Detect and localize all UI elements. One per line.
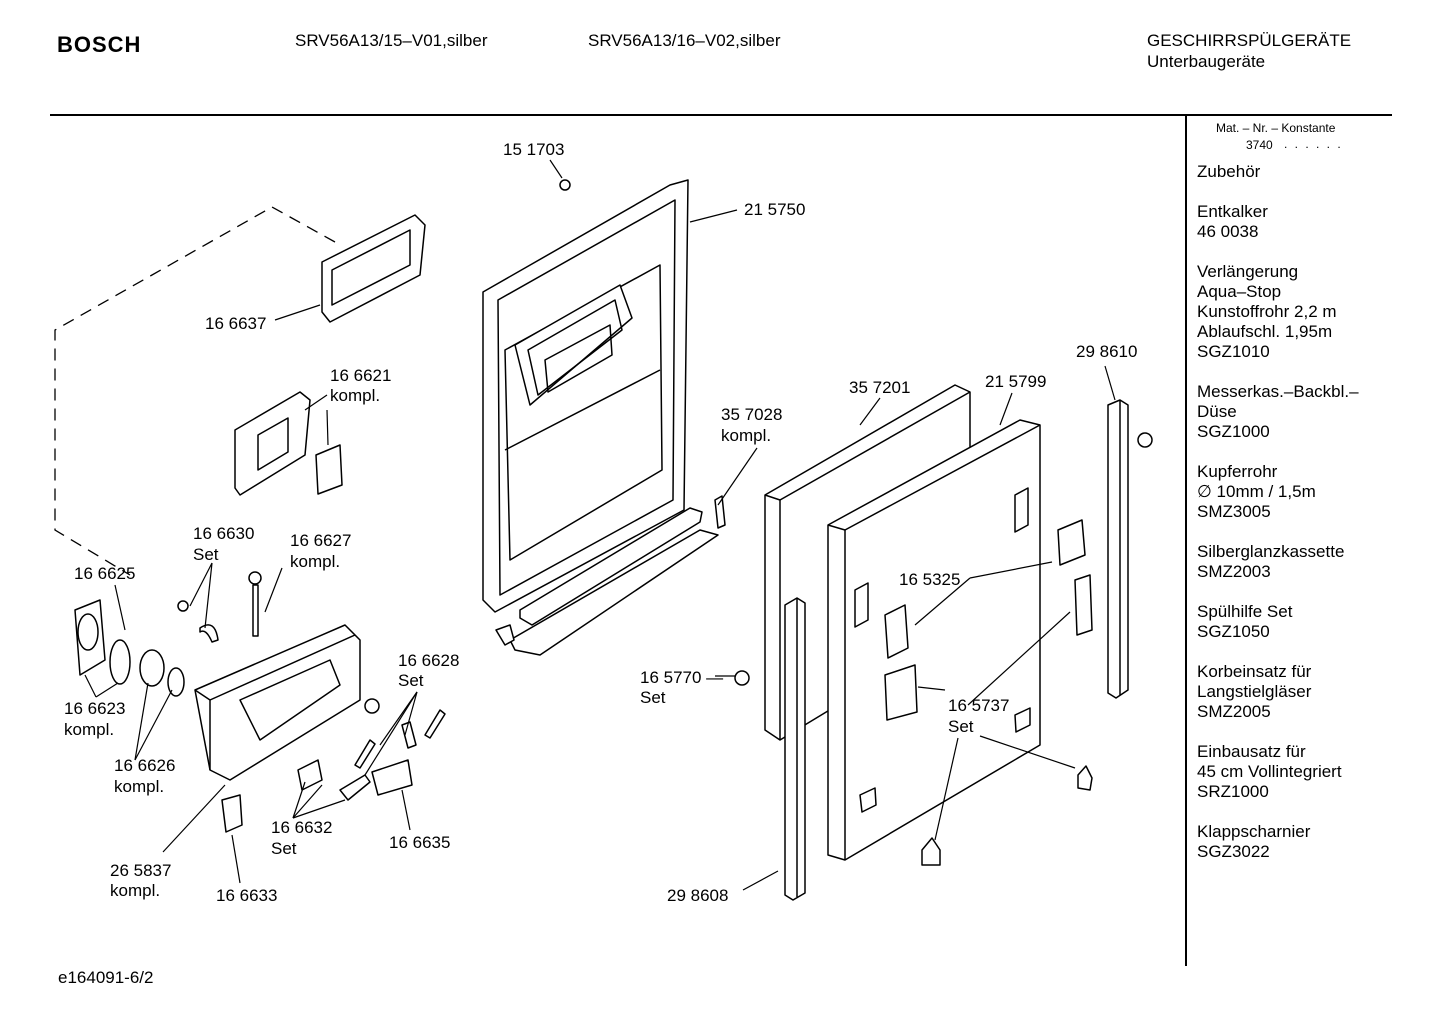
accessory-line: Ablaufschl. 1,95m	[1197, 322, 1333, 341]
accessory-line: SGZ3022	[1197, 842, 1270, 861]
part-label-215750: 21 5750	[744, 200, 805, 219]
model-number-1: SRV56A13/15–V01,silber	[295, 31, 488, 50]
part-label-165325: 16 5325	[899, 570, 960, 589]
accessory-line: Aqua–Stop	[1197, 282, 1282, 301]
hinge-strip	[509, 507, 719, 656]
accessory-line: Silberglanzkassette	[1197, 542, 1345, 561]
leader-lines	[84, 159, 1116, 891]
side-strip-left	[784, 597, 806, 901]
subcategory-title: Unterbaugeräte	[1147, 52, 1266, 71]
accessory-line: Kupferrohr	[1197, 462, 1278, 481]
accessory-line: Langstielgläser	[1197, 682, 1312, 701]
side-strip-right	[1107, 399, 1129, 699]
document-code: e164091-6/2	[58, 968, 154, 987]
material-number-value: 3740	[1246, 138, 1273, 152]
part-label-151703: 15 1703	[503, 140, 564, 159]
part-label-166637: 16 6637	[205, 314, 266, 333]
material-number-header: Mat. – Nr. – Konstante	[1216, 121, 1336, 135]
brand-logo: BOSCH	[57, 32, 142, 57]
sidebar-divider	[1185, 116, 1187, 966]
accessory-line: SRZ1000	[1197, 782, 1269, 801]
part-label-166625: 16 6625	[74, 564, 135, 583]
accessory-line: SMZ2005	[1197, 702, 1271, 721]
part-label-215799: 21 5799	[985, 372, 1046, 391]
accessory-line: SMZ2003	[1197, 562, 1271, 581]
part-label-166635: 16 6635	[389, 833, 450, 852]
accessory-line: Entkalker	[1197, 202, 1268, 221]
seal-and-ring	[74, 599, 185, 697]
category-title: GESCHIRRSPÜLGERÄTE	[1147, 31, 1352, 50]
accessory-line: Verlängerung	[1197, 262, 1299, 281]
accessory-line: Kunstoffrohr 2,2 m	[1197, 302, 1337, 321]
accessory-line: Korbeinsatz für	[1197, 662, 1312, 681]
part-label-298610: 29 8610	[1076, 342, 1137, 361]
accessory-line: Spülhilfe Set	[1197, 602, 1293, 621]
inner-door-panel	[482, 179, 689, 613]
part-label-298608: 29 8608	[667, 886, 728, 905]
small-parts	[177, 179, 1153, 866]
accessory-line: Düse	[1197, 402, 1237, 421]
accessory-line: SGZ1050	[1197, 622, 1270, 641]
accessory-line: 45 cm Vollintegriert	[1197, 762, 1342, 781]
header-divider	[50, 114, 1392, 116]
control-panel-box	[194, 624, 361, 781]
detergent-lid	[321, 214, 426, 323]
accessory-line: SGZ1000	[1197, 422, 1270, 441]
material-number-dots: . . . . . .	[1284, 137, 1343, 151]
accessory-line: SGZ1010	[1197, 342, 1270, 361]
assembly-dashed-line	[54, 206, 336, 576]
accessory-line: ∅ 10mm / 1,5m	[1197, 482, 1316, 501]
accessory-line: Messerkas.–Backbl.–	[1197, 382, 1359, 401]
accessory-line: SMZ3005	[1197, 502, 1271, 521]
accessory-line: Klappscharnier	[1197, 822, 1311, 841]
part-label-357201: 35 7201	[849, 378, 910, 397]
rinse-aid-module	[234, 391, 343, 496]
decor-frame	[827, 419, 1041, 861]
part-label-165770: 16 5770 —Set	[640, 668, 723, 707]
accessory-line: 46 0038	[1197, 222, 1259, 241]
part-label-166633: 16 6633	[216, 886, 277, 905]
accessory-line: Einbausatz für	[1197, 742, 1306, 761]
model-number-2: SRV56A13/16–V02,silber	[588, 31, 781, 50]
accessories-title: Zubehör	[1197, 162, 1261, 181]
